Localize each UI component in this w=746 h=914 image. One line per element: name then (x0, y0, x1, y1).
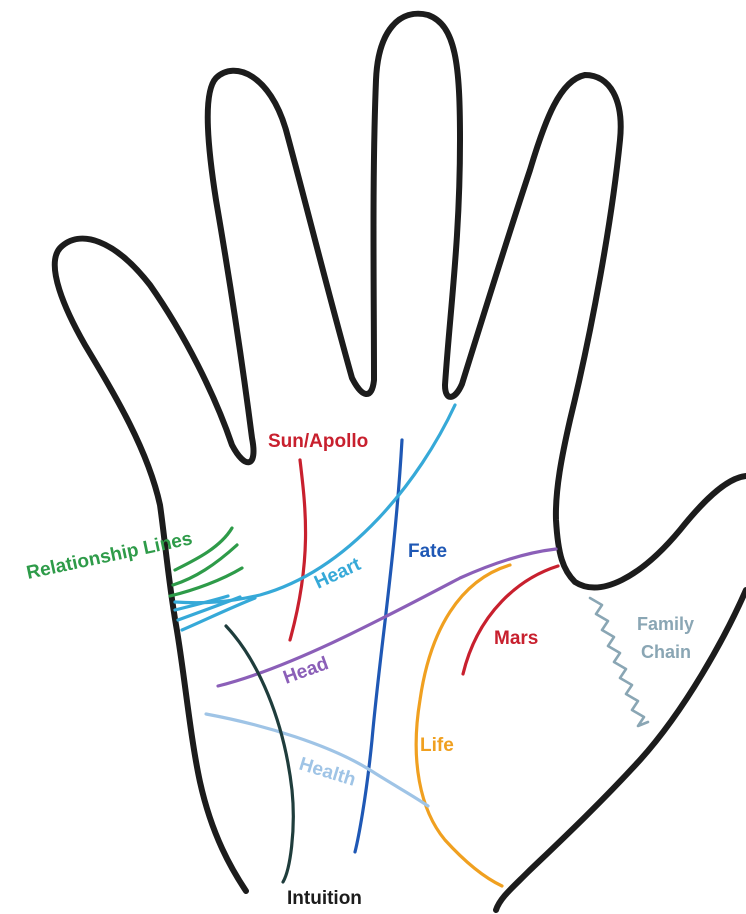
sun-apollo-line (290, 460, 306, 640)
head-line (218, 549, 556, 686)
life-line (416, 565, 510, 886)
sun-apollo-label: Sun/Apollo (268, 431, 368, 452)
heart-label: Heart (311, 554, 365, 594)
life-label: Life (420, 735, 454, 756)
family-label: Family (637, 614, 694, 634)
mars-label: Mars (494, 628, 538, 649)
intuition-label: Intuition (287, 888, 362, 909)
fate-label: Fate (408, 541, 447, 562)
head-label: Head (281, 653, 332, 689)
chain-label: Chain (641, 642, 691, 662)
